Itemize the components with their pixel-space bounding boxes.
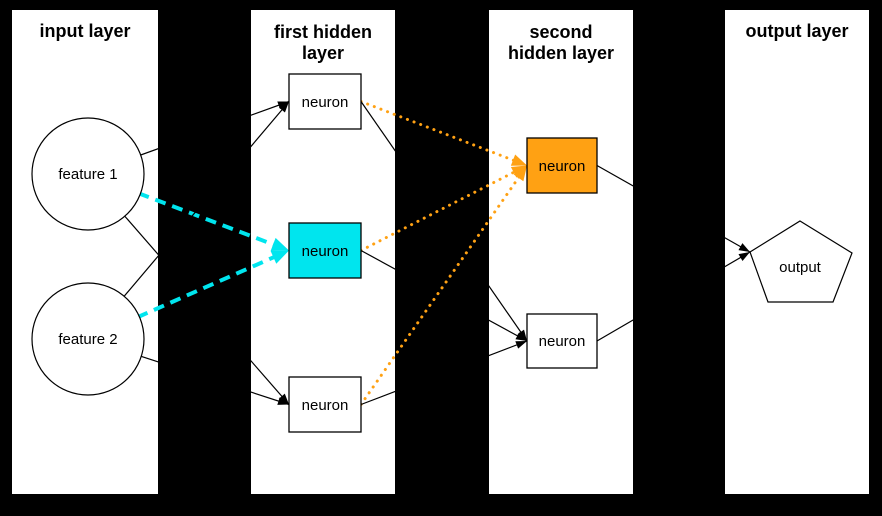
panel-second-hidden-layer xyxy=(489,10,633,494)
layer-panels xyxy=(12,10,869,494)
first-hidden-layer-title-1: first hidden xyxy=(274,22,372,42)
feature-2-node xyxy=(31,282,145,396)
layer-titles: input layer first hidden layer second hi… xyxy=(39,21,848,63)
edge-hidden1_bottom-hidden2_bottom xyxy=(360,340,528,406)
arrowhead-feature2-hidden1_bottom xyxy=(277,397,289,405)
edge-hidden1_top-hidden2_bottom xyxy=(360,101,528,342)
feature-2-label: feature 2 xyxy=(58,331,117,348)
edge-feature1-hidden1_middle xyxy=(87,172,289,251)
hidden1-middle-label: neuron xyxy=(302,243,349,260)
edge-hidden2_bottom-output xyxy=(596,251,751,342)
edge-hidden1_bottom-hidden2_top xyxy=(359,165,527,406)
edges-layer xyxy=(87,100,751,406)
hidden2-bottom-label: neuron xyxy=(539,333,586,350)
edge-hidden1_middle-hidden2_bottom xyxy=(360,249,528,342)
panel-input-layer xyxy=(12,10,158,494)
arrowhead-feature2-hidden1_middle xyxy=(270,250,289,264)
first-hidden-layer-title-2: layer xyxy=(302,43,344,63)
arrowhead-hidden2_top-output xyxy=(738,243,750,252)
hidden1-top-label: neuron xyxy=(302,94,349,111)
arrowhead-hidden1_middle-hidden2_bottom xyxy=(515,332,527,341)
feature-1-label: feature 1 xyxy=(58,166,117,183)
output-layer-title: output layer xyxy=(745,21,848,41)
hidden1-bottom-label: neuron xyxy=(302,397,349,414)
hidden2-bottom-node xyxy=(526,313,598,369)
arrowhead-hidden1_bottom-hidden2_bottom xyxy=(515,341,527,349)
output-label: output xyxy=(779,259,822,276)
hidden1-middle-node-highlighted xyxy=(288,222,362,279)
second-hidden-layer-title-1: second xyxy=(529,22,592,42)
hidden2-top-node-highlighted xyxy=(526,137,598,194)
input-layer-title: input layer xyxy=(39,21,130,41)
arrowhead-feature1-hidden1_middle xyxy=(270,237,289,251)
nodes-layer: feature 1 feature 2 neuron neuron neuron… xyxy=(31,73,853,433)
hidden2-top-label: neuron xyxy=(539,158,586,175)
edge-hidden2_top-output xyxy=(596,164,751,253)
arrowhead-hidden1_top-hidden2_top xyxy=(510,154,527,166)
arrowhead-hidden1_top-hidden2_bottom xyxy=(517,329,527,341)
second-hidden-layer-title-2: hidden layer xyxy=(508,43,614,63)
arrowhead-hidden2_bottom-output xyxy=(738,252,750,261)
arrowhead-feature1-hidden1_bottom xyxy=(278,393,289,405)
hidden1-top-node xyxy=(288,73,362,130)
arrowhead-hidden1_bottom-hidden2_top xyxy=(513,165,527,182)
hidden1-bottom-node xyxy=(288,376,362,433)
edge-feature2-hidden1_middle xyxy=(87,250,289,341)
feature-1-node xyxy=(31,117,145,231)
arrowhead-feature2-hidden1_top xyxy=(278,101,289,113)
output-node xyxy=(749,220,853,303)
edge-hidden1_top-hidden2_top xyxy=(359,100,527,166)
